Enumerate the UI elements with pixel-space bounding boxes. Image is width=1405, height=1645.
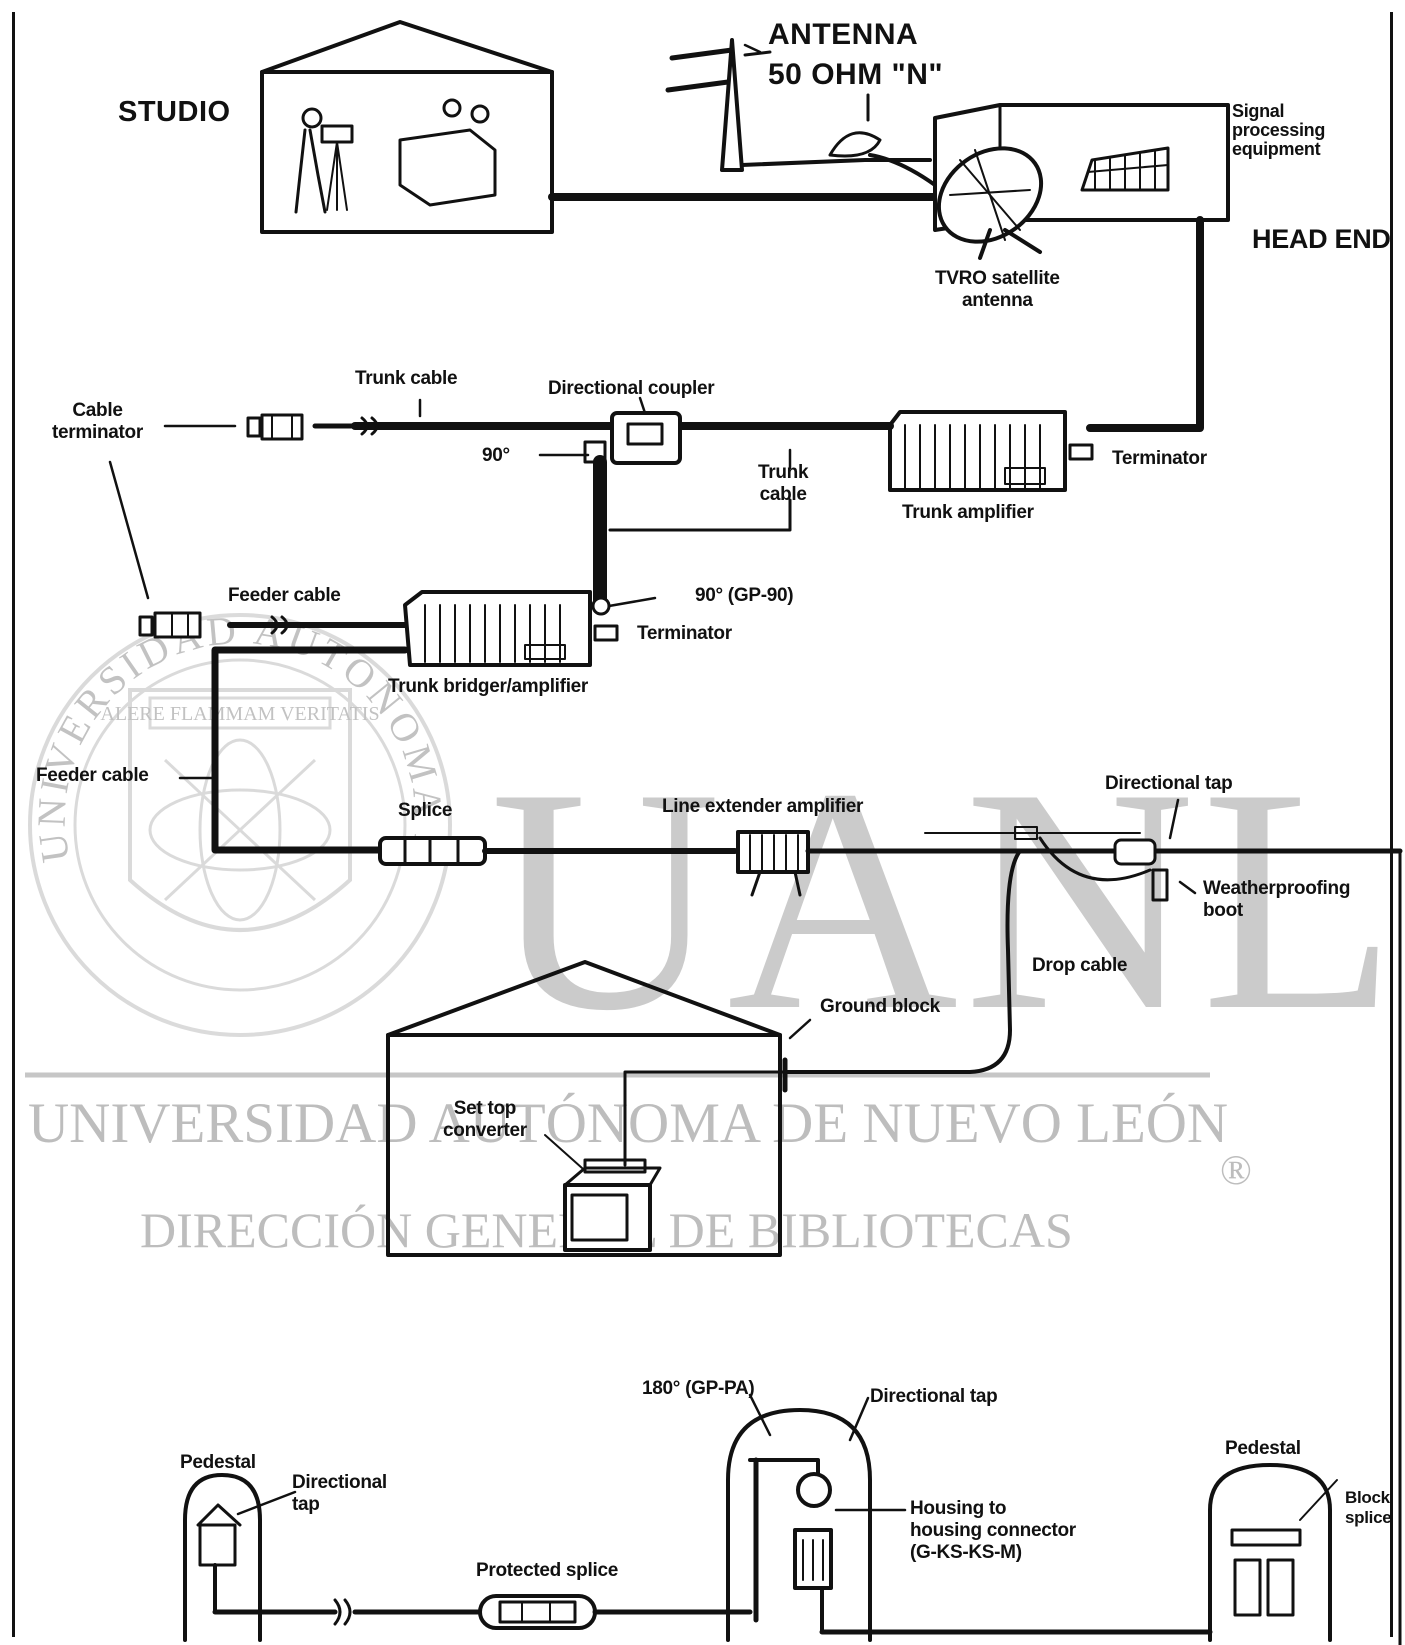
block-splice-label: Block splice: [1345, 1488, 1391, 1527]
cable-terminator-left: [140, 613, 200, 637]
trunk-bridger: [405, 592, 617, 665]
trunk-cable-mid-label: Trunk cable: [758, 462, 808, 506]
protected-splice-label: Protected splice: [476, 1560, 618, 1582]
head-end-label: HEAD END: [1252, 224, 1391, 255]
directional-tap-top: [1015, 827, 1167, 900]
signal-processing-label: Signal processing equipment: [1232, 102, 1325, 159]
trunk-bridger-label: Trunk bridger/amplifier: [388, 676, 588, 698]
pedestal-center: [728, 1410, 870, 1640]
splice-label: Splice: [398, 800, 452, 822]
trunk-amplifier: [890, 412, 1092, 490]
trunk-amplifier-label: Trunk amplifier: [902, 502, 1034, 524]
antenna-label: ANTENNA: [768, 18, 918, 53]
pedestal-left: [185, 1475, 260, 1640]
terminator-mid-label: Terminator: [637, 623, 732, 645]
cable-terminator-top: [248, 415, 302, 439]
directional-tap-left-label: Directional tap: [292, 1472, 387, 1516]
pedestal-left-label: Pedestal: [180, 1452, 256, 1474]
directional-coupler-label: Directional coupler: [548, 378, 714, 400]
terminator-right-label: Terminator: [1112, 448, 1207, 470]
feeder-cable-top-label: Feeder cable: [228, 585, 341, 607]
line-extender-label: Line extender amplifier: [662, 796, 863, 818]
pedestal-right: [1210, 1465, 1337, 1640]
weatherproofing-label: Weatherproofing boot: [1203, 878, 1350, 922]
pedestal-right-label: Pedestal: [1225, 1438, 1301, 1460]
tvro-label: TVRO satellite antenna: [935, 268, 1060, 312]
line-extender: [738, 832, 808, 895]
studio-label: STUDIO: [118, 96, 231, 129]
directional-tap-top-label: Directional tap: [1105, 773, 1232, 795]
splice-connector: [380, 838, 485, 864]
housing-connector-label: Housing to housing connector (G-KS-KS-M): [910, 1498, 1076, 1564]
antenna-spec-label: 50 OHM "N": [768, 58, 943, 93]
studio-building: [262, 22, 552, 232]
directional-tap-bottom-label: Directional tap: [870, 1386, 997, 1408]
protected-splice-part: [480, 1596, 595, 1628]
set-top-label: Set top converter: [443, 1098, 527, 1142]
drop-cable-label: Drop cable: [1032, 955, 1127, 977]
gp-pa-label: 180° (GP-PA): [642, 1378, 754, 1400]
ground-block-label: Ground block: [820, 996, 940, 1018]
trunk-cable-top-label: Trunk cable: [355, 368, 457, 390]
small-dish: [830, 95, 935, 185]
cable-terminator-label: Cable terminator: [52, 400, 143, 444]
ninety-label: 90°: [482, 445, 510, 467]
feeder-cable-left-label: Feeder cable: [36, 765, 149, 787]
ninety-gp-label: 90° (GP-90): [695, 585, 793, 607]
